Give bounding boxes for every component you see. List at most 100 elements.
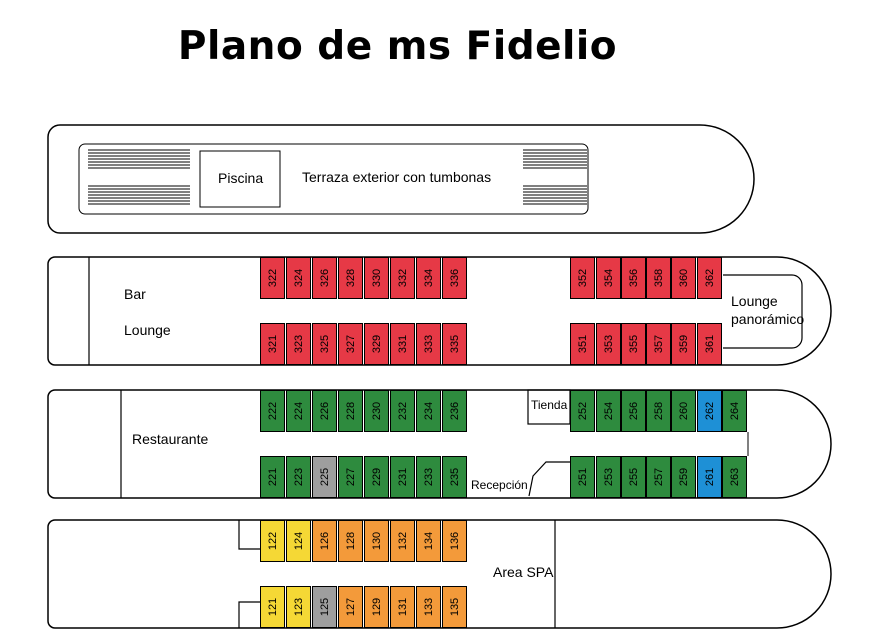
cabin[interactable]: 227 [338,456,363,498]
cabin[interactable]: 129 [364,586,389,628]
cabin[interactable]: 258 [646,390,671,432]
cabin[interactable]: 135 [442,586,467,628]
cabin[interactable]: 323 [286,323,311,365]
cabin-number: 359 [677,334,690,354]
cabin[interactable]: 253 [596,456,621,498]
cabin[interactable]: 259 [671,456,696,498]
cabin[interactable]: 351 [570,323,595,365]
cabin-number: 352 [576,268,589,288]
cabin[interactable]: 233 [416,456,441,498]
cabin[interactable]: 125 [312,586,337,628]
cabin[interactable]: 124 [286,520,311,562]
cabin[interactable]: 226 [312,390,337,432]
cabin-number: 132 [396,531,409,551]
cabin[interactable]: 231 [390,456,415,498]
cabin[interactable]: 330 [364,257,389,299]
cabin[interactable]: 324 [286,257,311,299]
cabin[interactable]: 260 [671,390,696,432]
cabin-number: 262 [703,401,716,421]
cabin[interactable]: 332 [390,257,415,299]
cabin[interactable]: 327 [338,323,363,365]
cabin[interactable]: 131 [390,586,415,628]
cabin[interactable]: 325 [312,323,337,365]
reception-label: Recepción [471,478,528,492]
cabin[interactable]: 230 [364,390,389,432]
cabin[interactable]: 133 [416,586,441,628]
cabin-number: 130 [370,531,383,551]
cabin[interactable]: 326 [312,257,337,299]
cabin[interactable]: 257 [646,456,671,498]
cabin-number: 134 [422,531,435,551]
cabin[interactable]: 263 [722,456,747,498]
cabin[interactable]: 221 [260,456,285,498]
sun-deck-inner [78,143,589,215]
cabin[interactable]: 355 [621,323,646,365]
cabin[interactable]: 359 [671,323,696,365]
cabin[interactable]: 354 [596,257,621,299]
cabin[interactable]: 223 [286,456,311,498]
cabin[interactable]: 134 [416,520,441,562]
cabin[interactable]: 322 [260,257,285,299]
cabin[interactable]: 234 [416,390,441,432]
cabin[interactable]: 121 [260,586,285,628]
cabin[interactable]: 353 [596,323,621,365]
cabin[interactable]: 334 [416,257,441,299]
cabin[interactable]: 224 [286,390,311,432]
cabin[interactable]: 321 [260,323,285,365]
cabin[interactable]: 130 [364,520,389,562]
cabin-number: 125 [318,597,331,617]
cabin[interactable]: 235 [442,456,467,498]
cabin[interactable]: 254 [596,390,621,432]
cabin[interactable]: 356 [621,257,646,299]
cabin[interactable]: 360 [671,257,696,299]
cabin[interactable]: 336 [442,257,467,299]
cabin[interactable]: 236 [442,390,467,432]
cabin[interactable]: 222 [260,390,285,432]
cabin[interactable]: 225 [312,456,337,498]
cabin-number: 226 [318,401,331,421]
cabin-number: 326 [318,268,331,288]
cabin[interactable]: 357 [646,323,671,365]
cabin[interactable]: 358 [646,257,671,299]
cabin-number: 223 [292,467,305,487]
cabin-number: 264 [728,401,741,421]
cabin[interactable]: 352 [570,257,595,299]
cabin[interactable]: 127 [338,586,363,628]
cabin[interactable]: 229 [364,456,389,498]
cabin[interactable]: 261 [697,456,722,498]
cabin-number: 256 [627,401,640,421]
cabin[interactable]: 128 [338,520,363,562]
reception-desk [528,461,570,497]
cabin-number: 324 [292,268,305,288]
cabin[interactable]: 335 [442,323,467,365]
cabin[interactable]: 331 [390,323,415,365]
cabin[interactable]: 262 [697,390,722,432]
cabin[interactable]: 255 [621,456,646,498]
cabin[interactable]: 361 [697,323,722,365]
cabin[interactable]: 333 [416,323,441,365]
cabin[interactable]: 251 [570,456,595,498]
cabin[interactable]: 252 [570,390,595,432]
cabin[interactable]: 256 [621,390,646,432]
cabin-number: 361 [703,334,716,354]
cabin[interactable]: 362 [697,257,722,299]
cabin[interactable]: 132 [390,520,415,562]
cabin-number: 135 [448,597,461,617]
cabin[interactable]: 232 [390,390,415,432]
cabin[interactable]: 228 [338,390,363,432]
cabin-number: 254 [602,401,615,421]
cabin-number: 133 [422,597,435,617]
corridor-notch-bottom [238,601,260,628]
cabin[interactable]: 328 [338,257,363,299]
cabin[interactable]: 126 [312,520,337,562]
cabin[interactable]: 264 [722,390,747,432]
cabin-number: 327 [344,334,357,354]
restaurant-label: Restaurante [132,431,209,447]
cabin[interactable]: 123 [286,586,311,628]
cabin[interactable]: 136 [442,520,467,562]
panoramic-lounge-outline [723,274,803,349]
cabin[interactable]: 122 [260,520,285,562]
cabin-number: 362 [703,268,716,288]
cabin[interactable]: 329 [364,323,389,365]
